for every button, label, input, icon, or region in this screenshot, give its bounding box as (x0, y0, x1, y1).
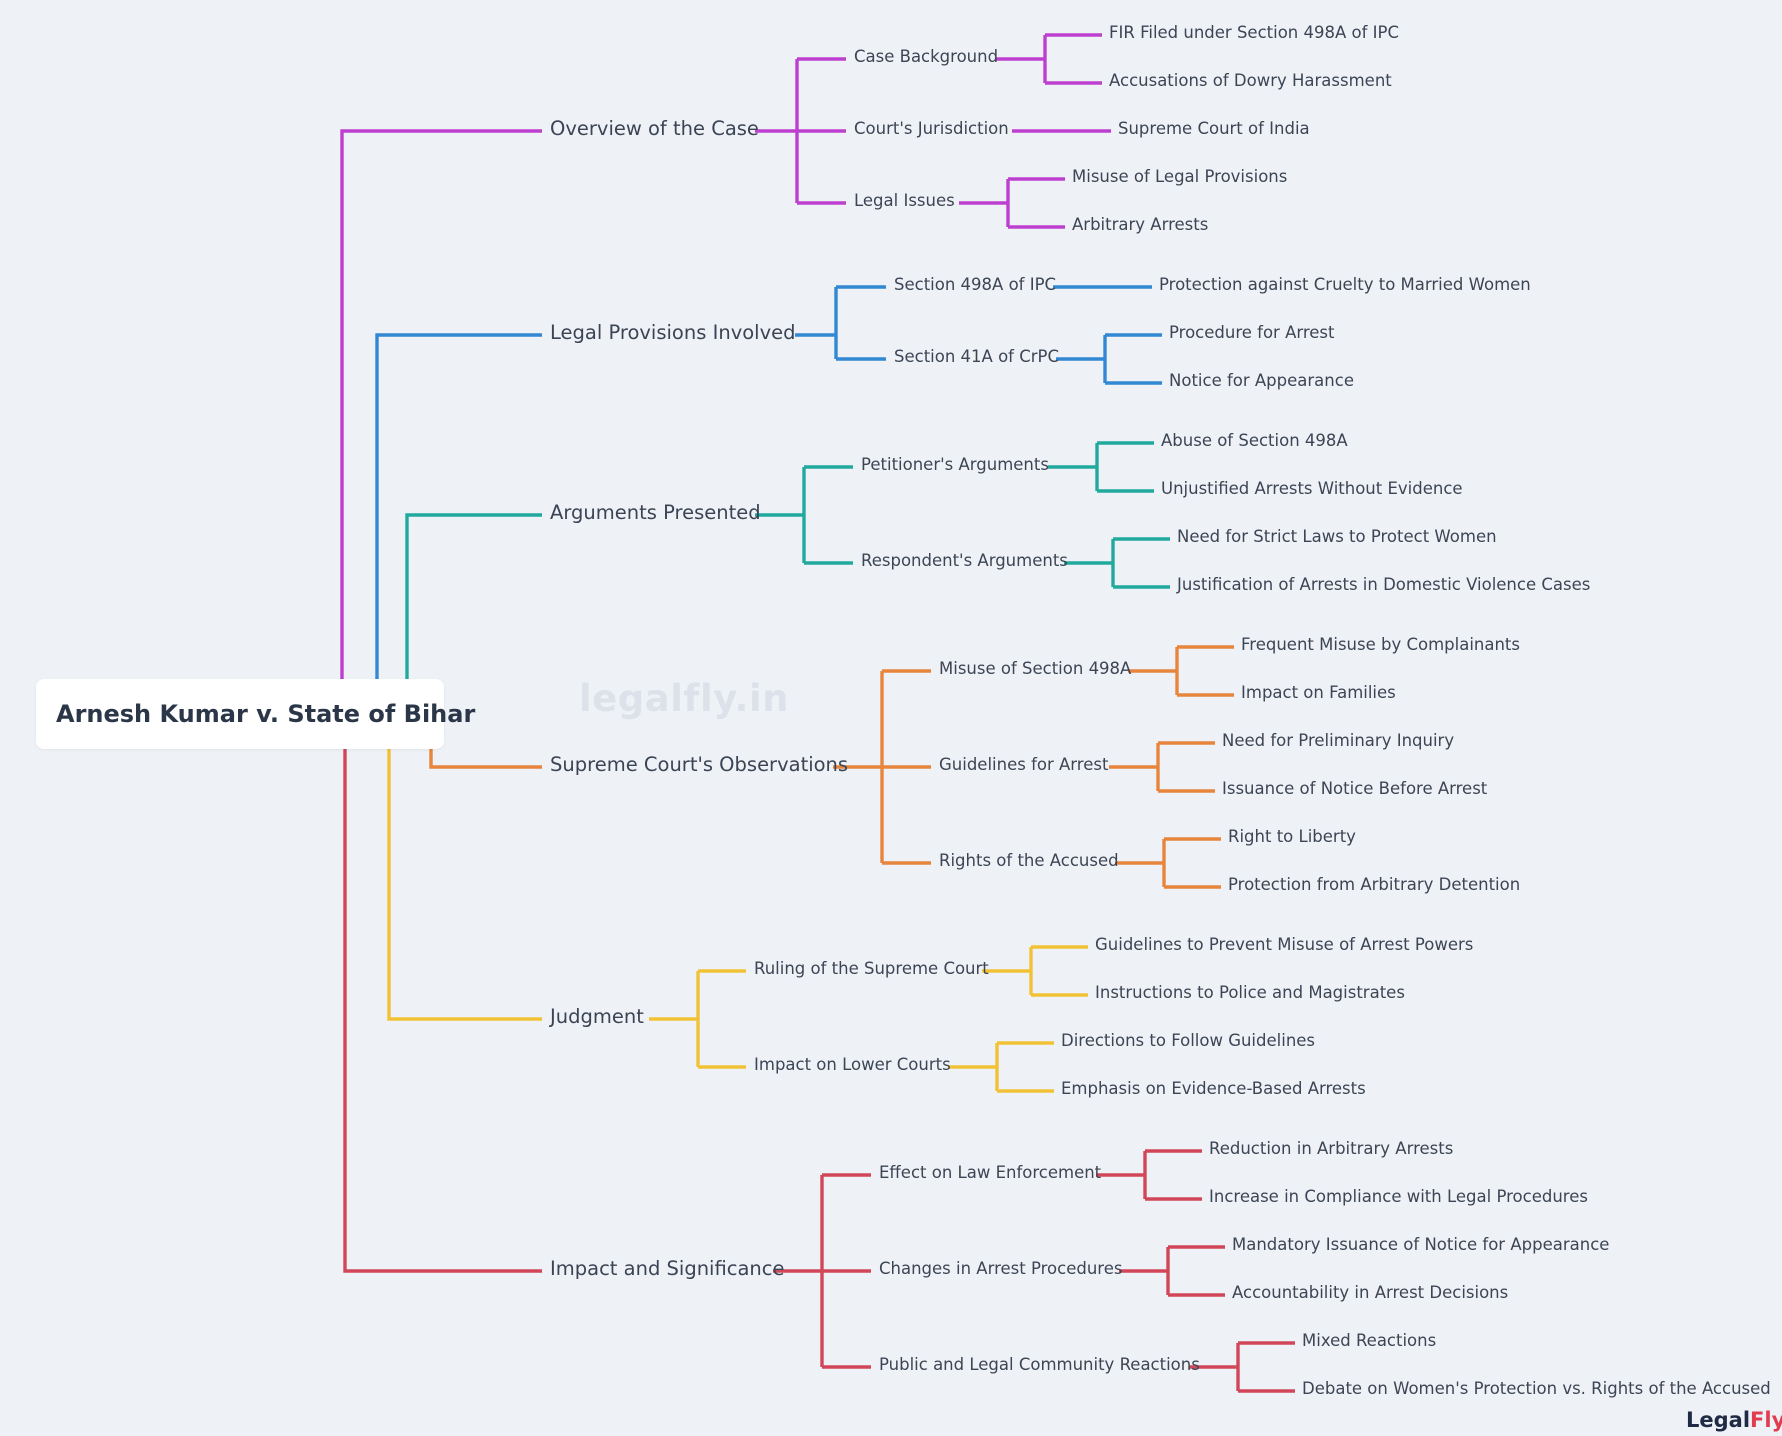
leaf-label: FIR Filed under Section 498A of IPC (1109, 23, 1400, 43)
subtopic-label: Ruling of the Supreme Court (754, 959, 989, 979)
leaf-label: Need for Preliminary Inquiry (1222, 731, 1455, 751)
leaf-label: Supreme Court of India (1118, 119, 1310, 139)
leaf-label: Right to Liberty (1228, 827, 1356, 847)
branch-connector (375, 333, 542, 681)
branch-label: Arguments Presented (550, 501, 761, 525)
leaf-label: Misuse of Legal Provisions (1072, 167, 1288, 187)
leaf-label: Mixed Reactions (1302, 1331, 1437, 1351)
branch-connector (343, 747, 542, 1273)
leaf-label: Accusations of Dowry Harassment (1109, 71, 1392, 91)
subtopic-label: Guidelines for Arrest (939, 755, 1109, 775)
leaf-label: Protection against Cruelty to Married Wo… (1159, 275, 1531, 295)
subtopic-label: Legal Issues (854, 191, 955, 211)
brand-logo: LegalFly✲ (1686, 1408, 1782, 1432)
watermark: legalfly.in (579, 677, 789, 720)
subtopic-label: Court's Jurisdiction (854, 119, 1009, 139)
branch-connector (429, 747, 542, 769)
leaf-label: Unjustified Arrests Without Evidence (1161, 479, 1463, 499)
root-node: Arnesh Kumar v. State of Bihar (36, 679, 475, 749)
subtopic-label: Public and Legal Community Reactions (879, 1355, 1200, 1375)
leaf-label: Frequent Misuse by Complainants (1241, 635, 1521, 655)
subtopic-label: Misuse of Section 498A (939, 659, 1132, 679)
branch-connector (340, 129, 542, 681)
leaf-label: Mandatory Issuance of Notice for Appeara… (1232, 1235, 1610, 1255)
leaf-label: Guidelines to Prevent Misuse of Arrest P… (1095, 935, 1474, 955)
branch-connector (387, 747, 542, 1021)
leaf-label: Directions to Follow Guidelines (1061, 1031, 1316, 1051)
leaf-label: Need for Strict Laws to Protect Women (1177, 527, 1497, 547)
subtopic-label: Impact on Lower Courts (754, 1055, 951, 1075)
subtopic-label: Section 498A of IPC (894, 275, 1057, 295)
branch-label: Judgment (550, 1005, 644, 1029)
subtopic-label: Petitioner's Arguments (861, 455, 1049, 475)
leaf-label: Increase in Compliance with Legal Proced… (1209, 1187, 1588, 1207)
leaf-label: Instructions to Police and Magistrates (1095, 983, 1405, 1003)
subtopic-label: Rights of the Accused (939, 851, 1119, 871)
subtopic-label: Case Background (854, 47, 999, 67)
leaf-label: Protection from Arbitrary Detention (1228, 875, 1521, 895)
leaf-label: Accountability in Arrest Decisions (1232, 1283, 1509, 1303)
leaf-label: Reduction in Arbitrary Arrests (1209, 1139, 1454, 1159)
leaf-label: Arbitrary Arrests (1072, 215, 1209, 235)
branch-label: Supreme Court's Observations (550, 753, 849, 777)
subtopic-label: Respondent's Arguments (861, 551, 1068, 571)
subtopic-label: Effect on Law Enforcement (879, 1163, 1102, 1183)
subtopic-label: Section 41A of CrPC (894, 347, 1059, 367)
leaf-label: Procedure for Arrest (1169, 323, 1335, 343)
leaf-label: Justification of Arrests in Domestic Vio… (1177, 575, 1591, 595)
leaf-label: Emphasis on Evidence-Based Arrests (1061, 1079, 1366, 1099)
leaf-label: Impact on Families (1241, 683, 1396, 703)
leaf-label: Debate on Women's Protection vs. Rights … (1302, 1379, 1771, 1399)
leaf-label: Issuance of Notice Before Arrest (1222, 779, 1488, 799)
root-title: Arnesh Kumar v. State of Bihar (56, 700, 476, 728)
branch-label: Overview of the Case (550, 117, 759, 141)
branch-label: Legal Provisions Involved (550, 321, 796, 345)
branch-connector (405, 513, 542, 681)
leaf-label: Notice for Appearance (1169, 371, 1354, 391)
subtopic-label: Changes in Arrest Procedures (879, 1259, 1123, 1279)
branch-label: Impact and Significance (550, 1257, 785, 1281)
leaf-label: Abuse of Section 498A (1161, 431, 1348, 451)
